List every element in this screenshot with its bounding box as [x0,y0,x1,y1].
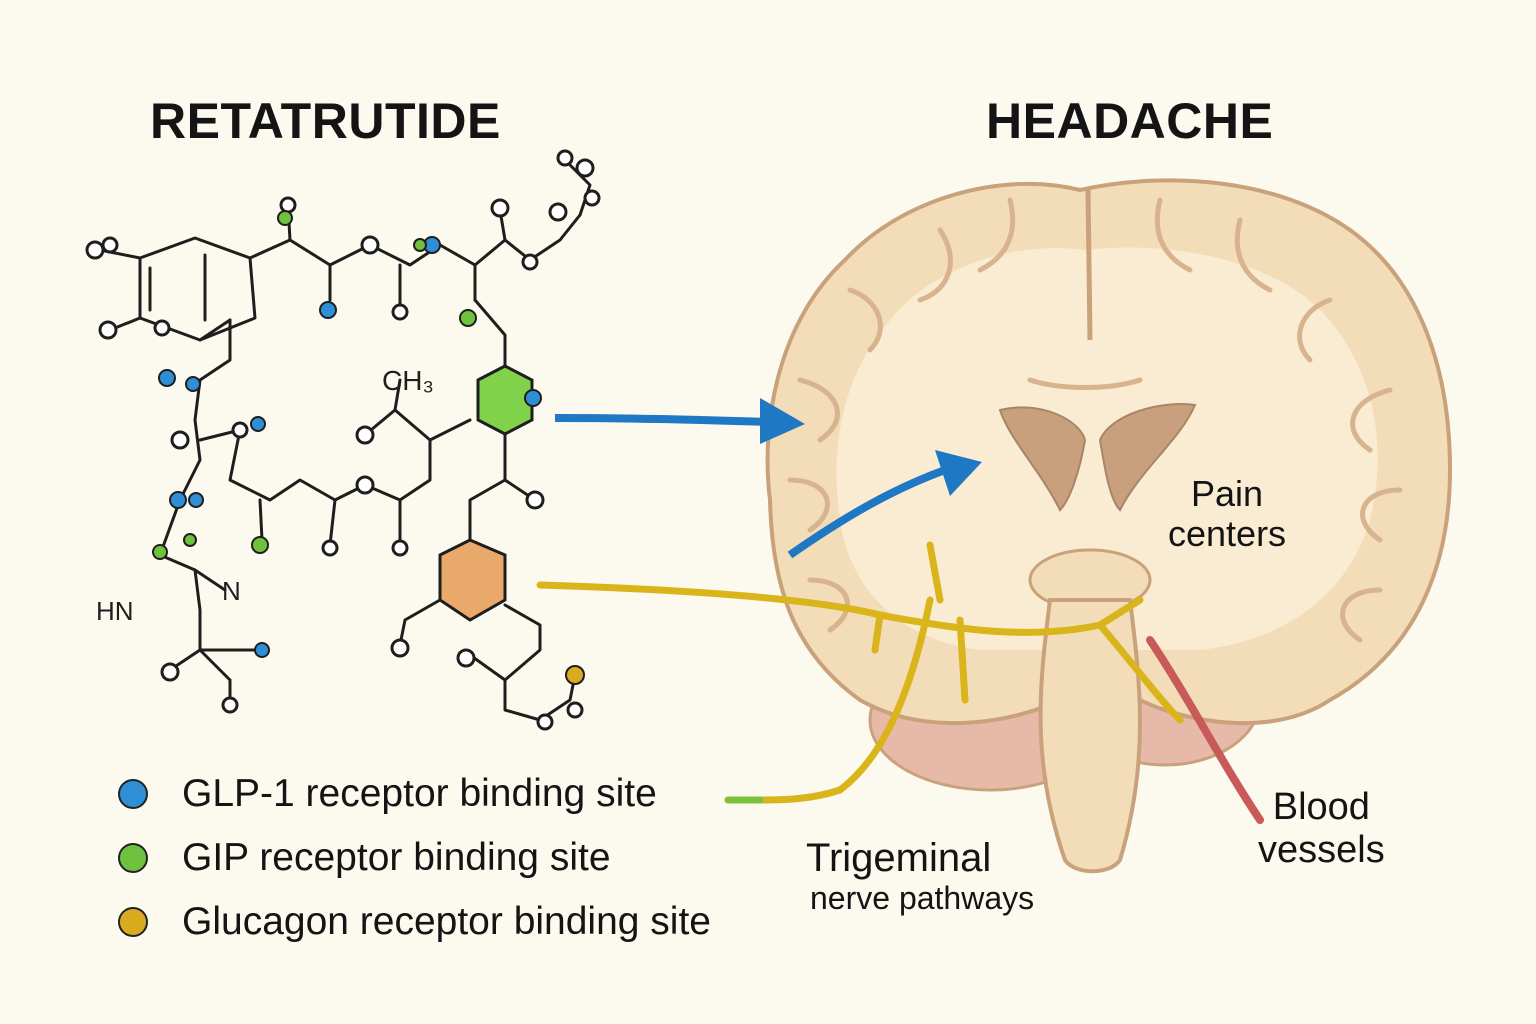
brain-illustration [536,178,1453,874]
pain-line2: centers [1168,513,1287,555]
glucagon-dot [118,907,148,937]
gip-binding-atoms [152,210,477,560]
trigeminal-nerve [536,541,1184,804]
lateral-ventricle-left [998,406,1087,512]
glp1-binding-atoms [158,236,542,658]
arrow-upper [554,414,771,426]
blood-line1: Blood [1272,786,1370,828]
arrows [554,398,982,559]
gip-hexagon [476,364,534,436]
lateral-ventricle-right [1098,403,1197,512]
legend-glucagon: Glucagon receptor binding site [118,900,711,944]
headache-title: HEADACHE [986,93,1274,149]
blood-line2: vessels [1258,828,1385,871]
legend-glucagon-label: Glucagon receptor binding site [182,900,711,943]
trig-line2: nerve pathways [810,879,1035,916]
arrow-lower [787,466,947,559]
n-label: N [222,576,241,606]
legend-gip: GIP receptor binding site [118,836,611,880]
pain-line1: Pain [1191,473,1264,514]
pain-centers-label: Pain centers [1168,473,1287,555]
hn-label: HN [96,596,134,626]
legend-glp1: GLP-1 receptor binding site [118,772,657,816]
glucagon-binding-atom [565,665,585,685]
gip-dot [118,843,148,873]
blood-vessels-label: Blood vessels [1258,786,1385,871]
molecule-atoms [85,149,601,731]
legend-gip-label: GIP receptor binding site [182,836,611,879]
trigeminal-label: Trigeminal nerve pathways [806,836,1034,917]
blood-vessel [1146,636,1264,824]
ch3-label: CH₃ [382,365,434,396]
brainstem [1038,598,1142,874]
glp1-dot [118,779,148,809]
retatrutide-title: RETATRUTIDE [150,93,501,149]
legend-glp1-label: GLP-1 receptor binding site [182,772,657,815]
glucagon-hexagon [438,538,507,622]
trig-line1: Trigeminal [806,836,992,880]
